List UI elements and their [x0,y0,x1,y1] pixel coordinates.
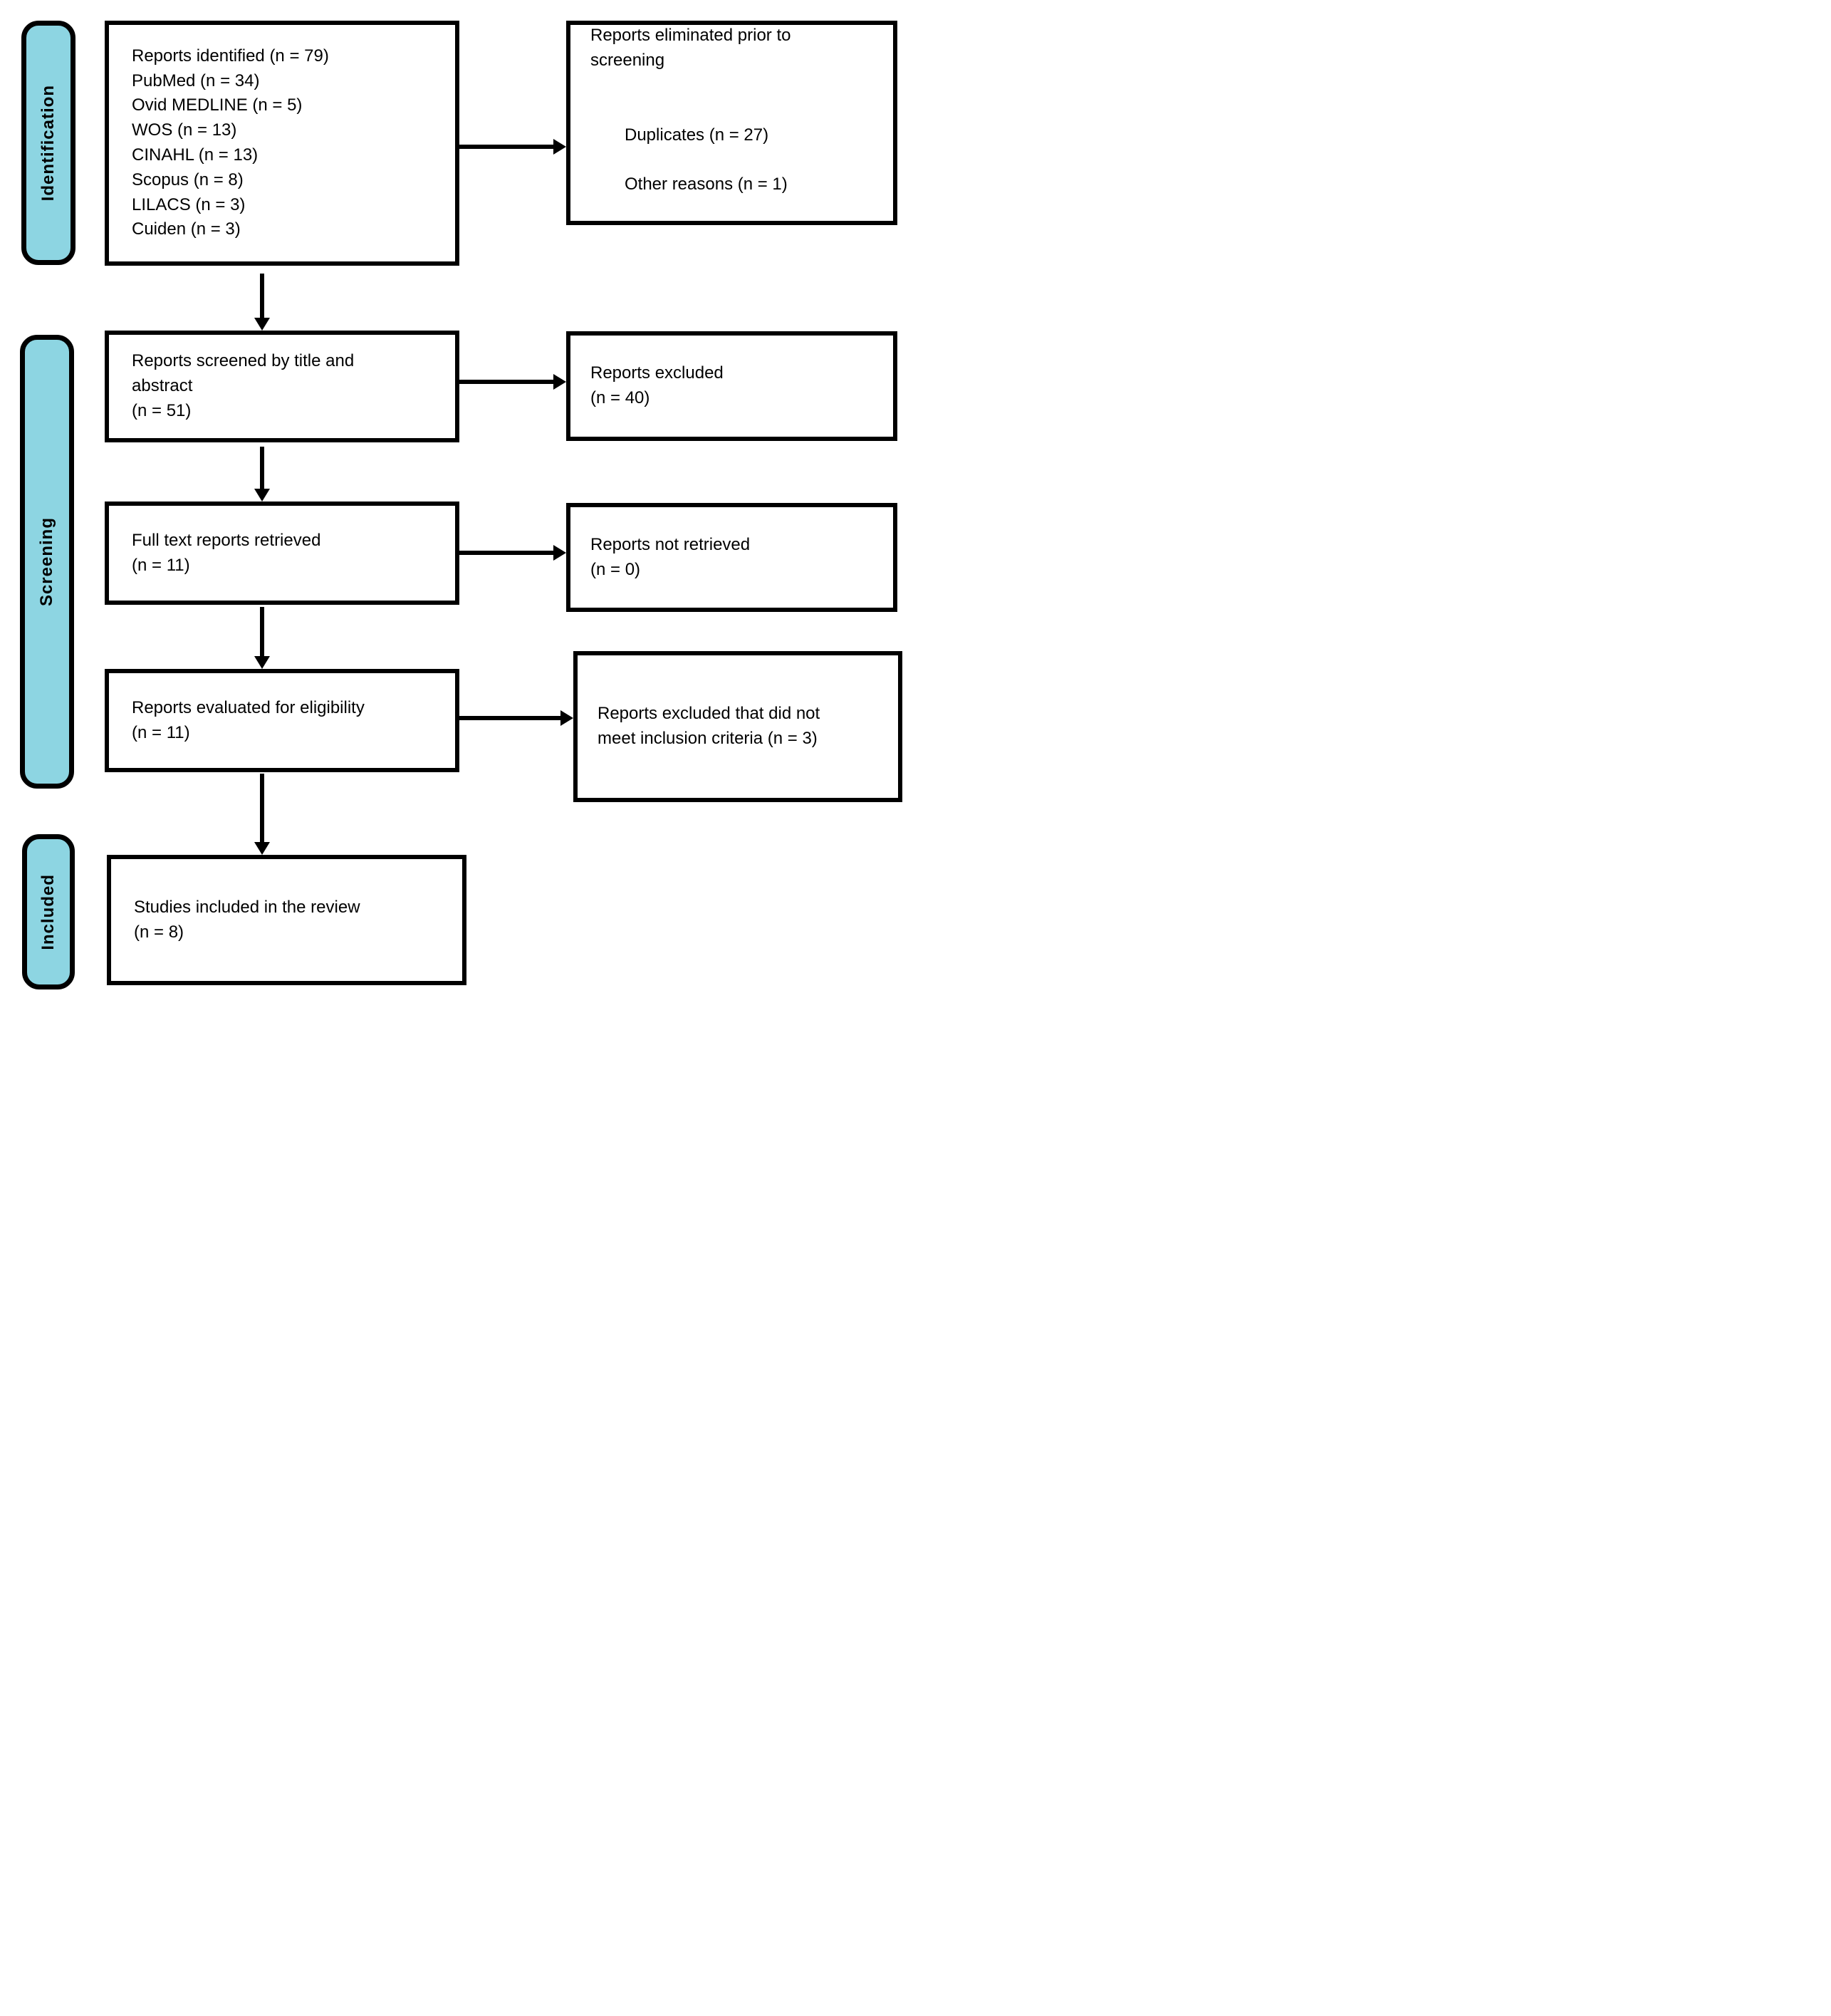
box-reports-evaluated-text: Reports evaluated for eligibility (n = 1… [132,697,365,742]
box-reports-screened: Reports screened by title and abstract (… [105,331,459,442]
eliminated-item-duplicates: Duplicates (n = 27) [625,125,769,145]
arrow-fulltext-to-evaluated-head [254,656,270,669]
box-reports-excluded: Reports excluded (n = 40) [566,331,897,441]
arrow-fulltext-to-notretrieved-shaft [459,551,555,555]
box-excluded-criteria-text: Reports excluded that did not meet inclu… [598,704,820,748]
arrow-evaluated-to-excludedcriteria-shaft [459,716,562,720]
box-reports-evaluated: Reports evaluated for eligibility (n = 1… [105,669,459,772]
stage-label-identification: Identification [38,84,58,202]
eliminated-item-other-reasons: Other reasons (n = 1) [625,175,788,194]
arrow-identified-to-eliminated-shaft [459,145,555,149]
box-reports-not-retrieved-text: Reports not retrieved (n = 0) [590,534,751,579]
box-reports-eliminated-title: Reports eliminated prior to screening [590,26,791,71]
box-studies-included-text: Studies included in the review (n = 8) [134,897,360,942]
arrow-screened-to-fulltext-shaft [260,447,264,490]
stage-pill-screening: Screening [20,335,74,789]
stage-pill-included: Included [22,834,75,989]
prisma-flow-diagram: Identification Screening Included Report… [0,0,916,1008]
arrow-evaluated-to-included-head [254,842,270,855]
box-reports-identified-text: Reports identified (n = 79) PubMed (n = … [132,46,329,239]
arrow-identified-to-eliminated-head [553,139,566,155]
arrow-identified-to-screened-shaft [260,274,264,319]
stage-label-included: Included [38,873,58,950]
arrow-evaluated-to-included-shaft [260,774,264,843]
arrow-identified-to-screened-head [254,318,270,331]
box-fulltext-retrieved-text: Full text reports retrieved (n = 11) [132,530,321,575]
arrow-fulltext-to-evaluated-shaft [260,607,264,658]
stage-label-screening: Screening [37,516,56,607]
arrow-evaluated-to-excludedcriteria-head [560,710,573,726]
arrow-fulltext-to-notretrieved-head [553,545,566,561]
box-reports-eliminated-items: Duplicates (n = 27) Other reasons (n = 1… [590,98,791,222]
box-reports-screened-text: Reports screened by title and abstract (… [132,351,355,420]
arrow-screened-to-excluded-head [553,374,566,390]
box-reports-identified: Reports identified (n = 79) PubMed (n = … [105,21,459,266]
arrow-screened-to-excluded-shaft [459,380,555,384]
box-reports-excluded-text: Reports excluded (n = 40) [590,363,724,407]
box-studies-included: Studies included in the review (n = 8) [107,855,466,985]
box-reports-eliminated-text: Reports eliminated prior to screening Du… [570,0,800,246]
box-fulltext-retrieved: Full text reports retrieved (n = 11) [105,502,459,605]
box-excluded-criteria: Reports excluded that did not meet inclu… [573,651,902,802]
arrow-screened-to-fulltext-head [254,489,270,502]
box-reports-not-retrieved: Reports not retrieved (n = 0) [566,503,897,612]
box-reports-eliminated: Reports eliminated prior to screening Du… [566,21,897,225]
stage-pill-identification: Identification [21,21,75,265]
